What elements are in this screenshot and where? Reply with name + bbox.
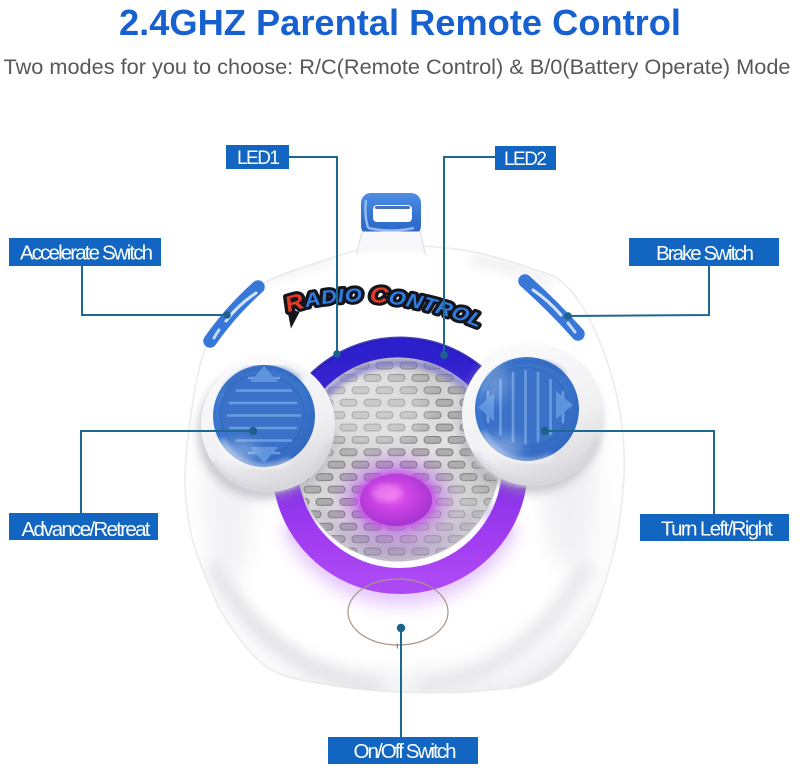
svg-text:Accelerate Switch: Accelerate Switch xyxy=(20,242,153,265)
svg-text:Turn Left/Right: Turn Left/Right xyxy=(661,518,773,541)
svg-text:LED2: LED2 xyxy=(504,149,547,170)
svg-text:LED1: LED1 xyxy=(237,148,280,169)
svg-text:Two modes for you to choose: R: Two modes for you to choose: R/C(Remote … xyxy=(4,54,791,79)
svg-text:Brake Switch: Brake Switch xyxy=(656,242,754,265)
svg-text:2.4GHZ Parental Remote Control: 2.4GHZ Parental Remote Control xyxy=(119,2,681,43)
svg-text:On/Off Switch: On/Off Switch xyxy=(354,740,457,763)
svg-text:Advance/Retreat: Advance/Retreat xyxy=(22,518,151,541)
